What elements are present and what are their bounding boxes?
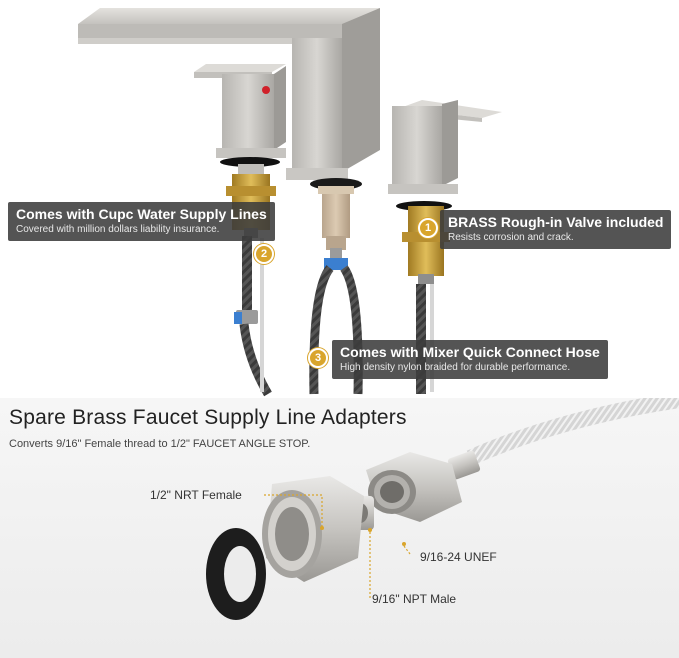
adapter-subtitle: Converts 9/16" Female thread to 1/2" FAU… (9, 438, 311, 450)
mixer-hose-subtitle: High density nylon braided for durable p… (340, 362, 571, 373)
brass-valve-title: BRASS Rough-in Valve included (448, 214, 664, 230)
faucet-assembly-panel: Comes with Cupc Water Supply Lines Cover… (8, 8, 672, 397)
npt-male-label: 9/16" NPT Male (372, 592, 457, 606)
faucet-illustration (78, 8, 502, 397)
adapter-illustration (206, 398, 679, 620)
female-hex-nut (366, 452, 462, 522)
supply-lines-subtitle: Covered with million dollars liability i… (16, 224, 220, 235)
center-hose-left (309, 265, 334, 395)
brass-valve-subtitle: Resists corrosion and crack. (448, 232, 574, 243)
badge-2: 2 (254, 244, 274, 264)
center-shank (310, 178, 362, 270)
adapter-panel: Spare Brass Faucet Supply Line Adapters … (0, 398, 679, 658)
mixer-hose-callout: Comes with Mixer Quick Connect Hose High… (332, 340, 608, 379)
unef-label: 9/16-24 UNEF (420, 550, 497, 564)
right-braided-hose (416, 284, 426, 394)
spout (78, 8, 380, 180)
right-handle (388, 100, 502, 211)
label-dots (320, 526, 406, 546)
label-leaders (264, 494, 411, 598)
badge-1: 1 (418, 218, 438, 238)
steel-braided-hose (466, 398, 679, 466)
left-handle (194, 64, 286, 178)
adapter-title: Spare Brass Faucet Supply Line Adapters (9, 406, 407, 429)
supply-lines-callout: Comes with Cupc Water Supply Lines Cover… (8, 202, 275, 241)
brass-adapter (262, 476, 374, 582)
badge-3: 3 (308, 348, 328, 368)
supply-lines-title: Comes with Cupc Water Supply Lines (16, 206, 267, 222)
mixer-hose-title: Comes with Mixer Quick Connect Hose (340, 344, 600, 360)
brass-valve-callout: BRASS Rough-in Valve included Resists co… (440, 210, 672, 249)
nrt-female-label: 1/2" NRT Female (150, 488, 242, 502)
rubber-washer (206, 528, 266, 620)
left-braided-hose (242, 236, 252, 316)
